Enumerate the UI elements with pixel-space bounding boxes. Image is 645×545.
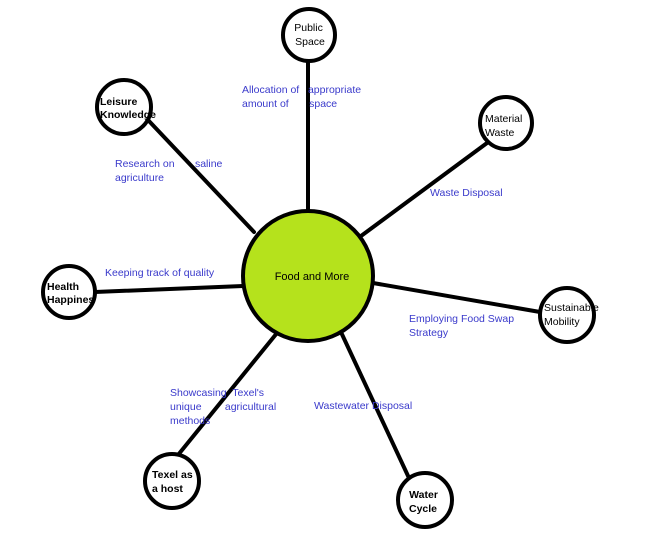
spokes [93,54,542,480]
edge-label-material-waste: Waste Disposal [430,187,503,199]
node-water-cycle-label-line2: Cycle [409,503,437,515]
node-health-happiness-label-line2: Happines [47,294,94,306]
node-texel-host-label-line1: Texel as [152,469,193,481]
node-sustainable-mobility-label-line1: Sustainable [544,302,599,314]
node-water-cycle-circle [396,471,454,529]
node-public-space-label-line1: Public [294,22,323,34]
edge-label-water-cycle-line1: Wastewater Disposal [314,400,412,412]
node-sustainable-mobility-circle [538,286,596,344]
edge-label-leisure-knowledge: Research on saline agriculture [0,0,237,184]
edge-label-sustainable-mobility: Employing Food Swap Strategy [409,313,517,339]
svg-text:Water Cycle: Water Cycle [409,489,441,515]
node-leisure-knowledge: Leisure Knowledge [95,78,156,136]
edge-label-sustainable-mobility-line1: Employing Food Swap [409,313,514,325]
node-public-space-label-line2: Space [295,36,325,48]
node-health-happiness-circle [41,264,97,320]
node-material-waste-circle [478,95,534,151]
spoke-health-happiness [93,284,245,294]
svg-text:Material Waste: Material Waste [485,113,525,139]
edge-label-health-happiness: Keeping track of quality [105,267,215,279]
edge-label-texel-host-line1: Showcasing Texel's [170,387,264,399]
node-leisure-knowledge-label-line2: Knowledge [100,109,156,121]
edge-label-texel-host-line3: methods [170,415,210,427]
edge-label-sustainable-mobility-line2: Strategy [409,327,449,339]
svg-text:Sustainable Mobility: Sustainable Mobility [544,302,602,328]
node-texel-host-circle [143,452,201,510]
svg-text:Texel as a host: Texel as a host [152,469,196,495]
spoke-leisure-knowledge [146,118,256,234]
node-sustainable-mobility: Sustainable Mobility [538,286,602,344]
node-public-space: Public Space [281,7,337,63]
edge-label-public-space: Allocation of appropriate amount of spac… [0,0,376,110]
node-water-cycle-label-line1: Water [409,489,438,501]
edge-label-public-space-line2: amount of space [242,98,337,110]
node-public-space-circle [281,7,337,63]
center-node-label: Food and More [275,271,350,283]
spoke-material-waste [359,141,489,238]
node-material-waste-label-line1: Material [485,113,522,125]
node-texel-host: Texel as a host [143,452,201,510]
edge-label-health-happiness-line1: Keeping track of quality [105,267,215,279]
center-node-circle [241,209,375,343]
svg-text:Health Happines: Health Happines [47,281,94,306]
node-leisure-knowledge-label-line1: Leisure [100,96,138,108]
edge-label-public-space-line1: Allocation of appropriate [242,84,361,96]
node-material-waste-label-line2: Waste [485,127,515,139]
edge-label-material-waste-line1: Waste Disposal [430,187,503,199]
spoke-sustainable-mobility [371,281,542,314]
svg-text:Leisure Knowledge: Leisure Knowledge [100,96,156,121]
edge-label-leisure-knowledge-line2: agriculture [115,172,164,184]
center-node: Food and More [241,209,375,343]
svg-text:Public Space: Public Space [294,22,326,48]
spoke-water-cycle [338,328,411,480]
node-leisure-knowledge-circle [95,78,153,136]
node-health-happiness: Health Happines [41,264,97,320]
node-health-happiness-label-line1: Health [47,281,79,293]
edge-label-leisure-knowledge-line1: Research on saline [115,158,223,170]
spoke-texel-host [176,331,279,457]
node-material-waste: Material Waste [478,95,534,151]
edge-label-texel-host: Showcasing Texel's unique agricultural m… [0,0,291,427]
edge-label-water-cycle: Wastewater Disposal [314,400,412,412]
edge-label-texel-host-line2: unique agricultural [170,401,276,413]
node-water-cycle: Water Cycle [396,471,454,529]
node-texel-host-label-line2: a host [152,483,183,495]
node-sustainable-mobility-label-line2: Mobility [544,316,580,328]
